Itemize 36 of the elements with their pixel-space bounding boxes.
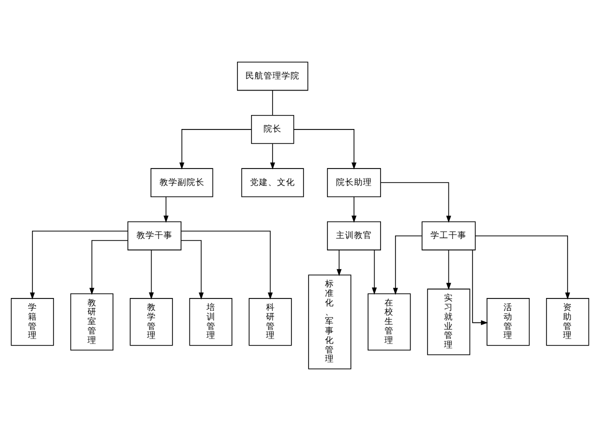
arrow (393, 235, 422, 295)
arrow (336, 250, 342, 276)
arrow (472, 250, 488, 326)
arrow (30, 230, 128, 300)
node-box: 学工干事 (422, 221, 476, 250)
arrow (179, 129, 252, 170)
node-box: 活动管理 (486, 298, 530, 346)
node-box: 培训管理 (189, 298, 232, 346)
node-box: 科研管理 (248, 298, 292, 346)
node-box: 学籍管理 (10, 298, 54, 346)
arrow (446, 250, 452, 290)
node-box: 资助管理 (546, 298, 590, 346)
connector (272, 90, 273, 116)
arrow (372, 250, 377, 295)
arrow (180, 240, 204, 300)
node-box: 民航管理学院 (237, 62, 308, 91)
arrow (164, 196, 168, 223)
node-box: 标准化、军事化管理 (308, 274, 352, 370)
node-box: 教学干事 (127, 221, 182, 250)
node-box: 院长助理 (327, 168, 381, 198)
arrow (380, 182, 452, 223)
node-box: 院长 (251, 114, 294, 144)
node-box: 党建、文化 (241, 168, 304, 198)
arrow (474, 235, 570, 300)
node-box: 教学副院长 (150, 168, 214, 198)
node-box: 教研室管理 (70, 293, 114, 350)
node-box: 教学管理 (130, 298, 173, 346)
arrow (89, 240, 128, 295)
node-box: 在校生管理 (368, 293, 411, 350)
arrow (293, 129, 356, 170)
node-box: 实习就业管理 (427, 288, 470, 356)
arrow (270, 143, 276, 170)
arrow (352, 196, 356, 223)
arrow (148, 250, 154, 300)
arrow (180, 230, 273, 300)
node-box: 主训教官 (327, 221, 381, 250)
